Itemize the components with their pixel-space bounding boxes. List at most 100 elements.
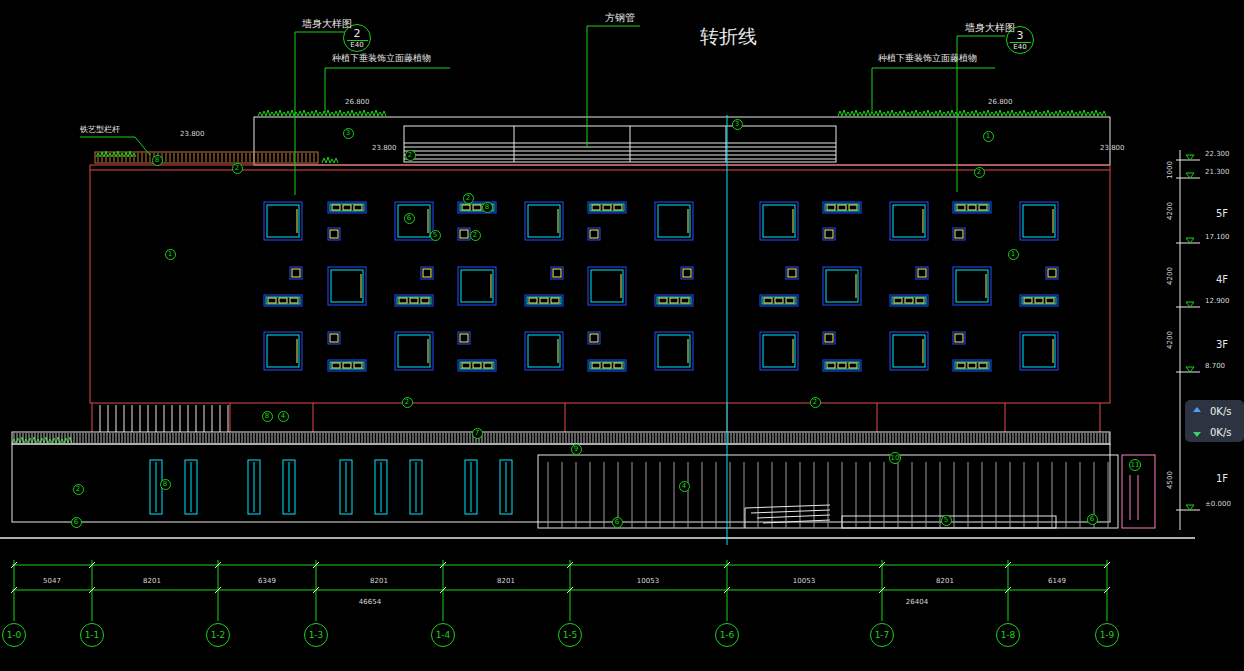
railing-bar xyxy=(548,433,549,443)
callout-text: 11 xyxy=(1131,462,1140,469)
window-symbol xyxy=(460,362,494,369)
callout-text: 4 xyxy=(281,413,285,420)
railing-bar xyxy=(266,433,267,443)
window-symbol xyxy=(681,267,693,279)
railing-bar xyxy=(455,433,456,443)
railing-bar xyxy=(977,433,978,443)
column-line xyxy=(565,403,566,432)
railing-bar xyxy=(371,433,372,443)
window-symbol xyxy=(968,205,976,210)
column-line xyxy=(1100,403,1101,432)
railing-bar xyxy=(246,153,247,162)
window-symbol xyxy=(590,204,624,211)
window-symbol xyxy=(655,332,693,370)
window-symbol xyxy=(953,267,991,305)
railing-bar xyxy=(956,433,957,443)
railing-bar xyxy=(704,433,705,443)
dimension-tick xyxy=(313,587,319,593)
curtain-wall-mullion xyxy=(898,462,899,528)
leader-line xyxy=(325,68,326,112)
railing-bar xyxy=(776,433,777,443)
dimension-tick xyxy=(89,587,95,593)
railing-bar xyxy=(251,433,252,443)
railing-bar xyxy=(234,153,235,162)
entrance-door xyxy=(1138,475,1139,520)
railing-bar xyxy=(98,433,99,443)
level-tick xyxy=(1176,178,1200,179)
window-symbol xyxy=(953,228,965,240)
callout-number: 1 xyxy=(983,131,994,142)
railing-bar xyxy=(683,433,684,443)
railing-bar xyxy=(830,433,831,443)
railing-bar xyxy=(932,433,933,443)
railing-bar xyxy=(524,433,525,443)
railing-bar xyxy=(773,433,774,443)
window-symbol xyxy=(953,332,965,344)
railing-bar xyxy=(764,433,765,443)
steps-symbol xyxy=(757,515,830,518)
window-symbol xyxy=(955,334,963,342)
railing-bar xyxy=(296,433,297,443)
railing-bar xyxy=(269,433,270,443)
window-symbol xyxy=(525,332,563,370)
callout-text: 5 xyxy=(944,517,948,524)
ground-line xyxy=(0,537,1195,539)
steel-tube-bar xyxy=(404,159,836,160)
railing-bar xyxy=(20,433,21,443)
railing-bar xyxy=(641,433,642,443)
railing-bar xyxy=(137,433,138,443)
railing-bar xyxy=(1079,433,1080,443)
callout-text: 2 xyxy=(466,195,470,202)
railing-bar xyxy=(767,433,768,443)
railing-bar xyxy=(929,433,930,443)
axis-bubble: 1-8 xyxy=(996,623,1020,647)
window-symbol xyxy=(826,270,858,302)
railing-bar xyxy=(539,433,540,443)
railing-bar xyxy=(794,433,795,443)
drawing-label: 6149 xyxy=(1048,578,1066,586)
dimension-tick xyxy=(11,587,17,593)
window-symbol xyxy=(458,202,496,213)
railing-bar xyxy=(282,153,283,162)
curtain-wall xyxy=(538,455,1118,528)
railing-bar xyxy=(194,433,195,443)
railing-bar xyxy=(200,433,201,443)
window-symbol xyxy=(328,228,340,240)
railing-bar xyxy=(995,433,996,443)
railing-bar xyxy=(341,433,342,443)
window-symbol xyxy=(330,230,338,238)
railing-bar xyxy=(1097,433,1098,443)
railing-bar xyxy=(118,153,119,162)
railing-bar xyxy=(593,433,594,443)
railing-bar xyxy=(1016,433,1017,443)
railing-bar xyxy=(194,153,195,162)
railing-bar xyxy=(1085,433,1086,443)
railing-bar xyxy=(1100,433,1101,443)
planting-symbol xyxy=(96,151,136,157)
callout-number: 2 xyxy=(810,397,821,408)
railing-bar xyxy=(992,433,993,443)
window-symbol xyxy=(1046,298,1054,303)
window-symbol xyxy=(279,298,287,303)
railing-bar xyxy=(446,433,447,443)
railing-bar xyxy=(869,433,870,443)
railing-bar xyxy=(701,433,702,443)
leader-line xyxy=(587,26,588,148)
callout-text: 1 xyxy=(168,251,172,258)
axis-bubble: 1-6 xyxy=(715,623,739,647)
railing-bar xyxy=(668,433,669,443)
railing-bar xyxy=(725,433,726,443)
window-symbol xyxy=(825,334,833,342)
window-symbol xyxy=(957,205,965,210)
railing-bar xyxy=(467,433,468,443)
level-tick xyxy=(1176,243,1200,244)
window-symbol xyxy=(825,230,833,238)
railing-bar xyxy=(68,433,69,443)
railing-bar xyxy=(677,433,678,443)
planting-symbol xyxy=(322,157,338,163)
drawing-label: 3F xyxy=(1216,339,1228,350)
window-symbol xyxy=(786,267,798,279)
window-symbol xyxy=(955,204,989,211)
railing-bar xyxy=(74,433,75,443)
railing-bar xyxy=(116,433,117,443)
